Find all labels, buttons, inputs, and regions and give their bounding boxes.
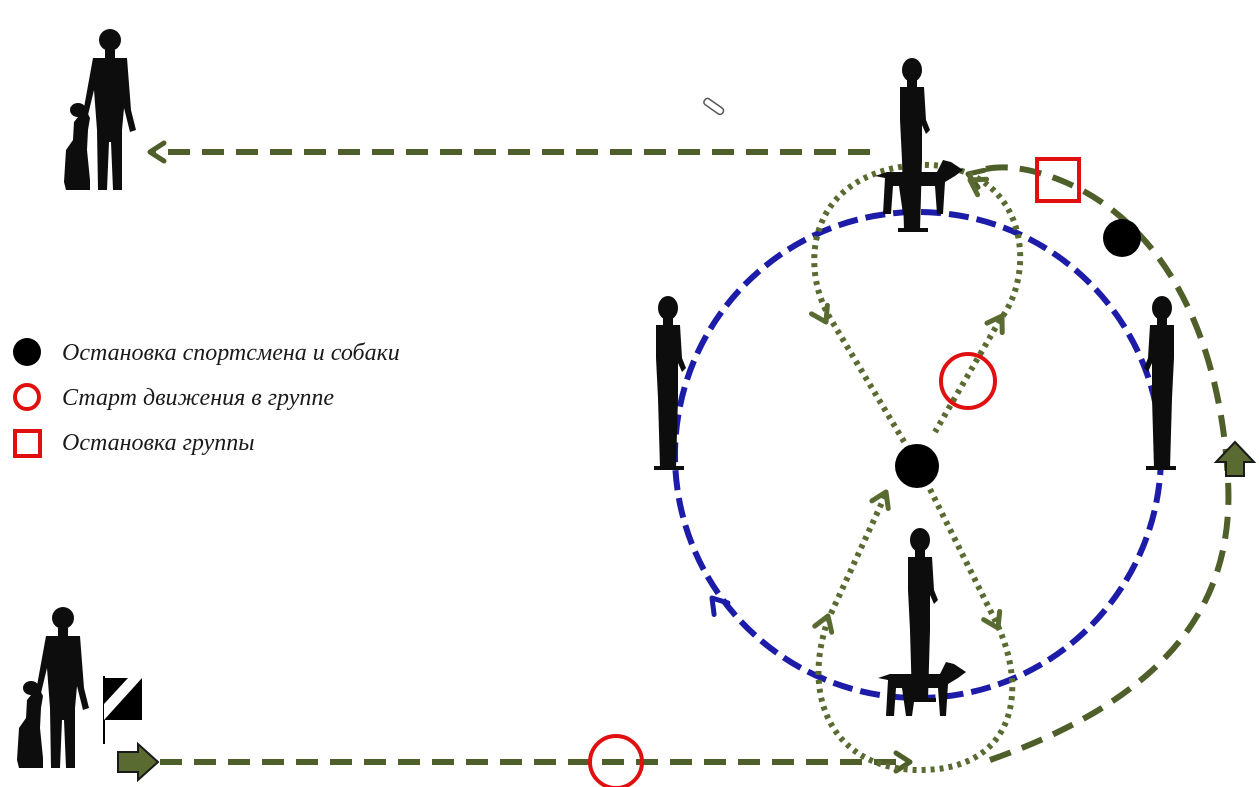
right-group-member bbox=[1144, 296, 1176, 470]
small-object-icon bbox=[703, 97, 725, 116]
stop-marker-center bbox=[895, 444, 939, 488]
legend-stop-label: Остановка спортсмена и собаки bbox=[62, 340, 400, 366]
figure-eight-path bbox=[811, 161, 1024, 774]
start-handler-with-dog bbox=[17, 607, 89, 768]
legend-start-label: Старт движения в группе bbox=[62, 385, 334, 411]
group-start-marker-circle bbox=[939, 352, 997, 410]
legend-group-stop-icon bbox=[13, 429, 42, 458]
legend-group-stop-label: Остановка группы bbox=[62, 430, 255, 456]
legend-start-icon bbox=[13, 383, 41, 411]
group-start-marker-line bbox=[588, 734, 644, 787]
group-stop-marker bbox=[1035, 157, 1081, 203]
outer-arc-path bbox=[965, 166, 1232, 763]
left-group-member bbox=[654, 296, 686, 470]
up-direction-arrow-icon bbox=[1213, 440, 1257, 477]
finish-handler-with-dog bbox=[64, 29, 136, 190]
bottom-handler-with-terrier bbox=[878, 528, 966, 716]
finish-path bbox=[150, 143, 870, 161]
start-path bbox=[160, 753, 910, 771]
stop-marker-outer-arc bbox=[1103, 219, 1141, 257]
start-direction-arrow-icon bbox=[117, 741, 160, 783]
legend-stop-icon bbox=[13, 338, 41, 366]
start-flag-icon bbox=[103, 676, 142, 744]
top-handler-with-terrier bbox=[875, 58, 963, 232]
legend: Остановка спортсмена и собаки Старт движ… bbox=[13, 338, 400, 458]
